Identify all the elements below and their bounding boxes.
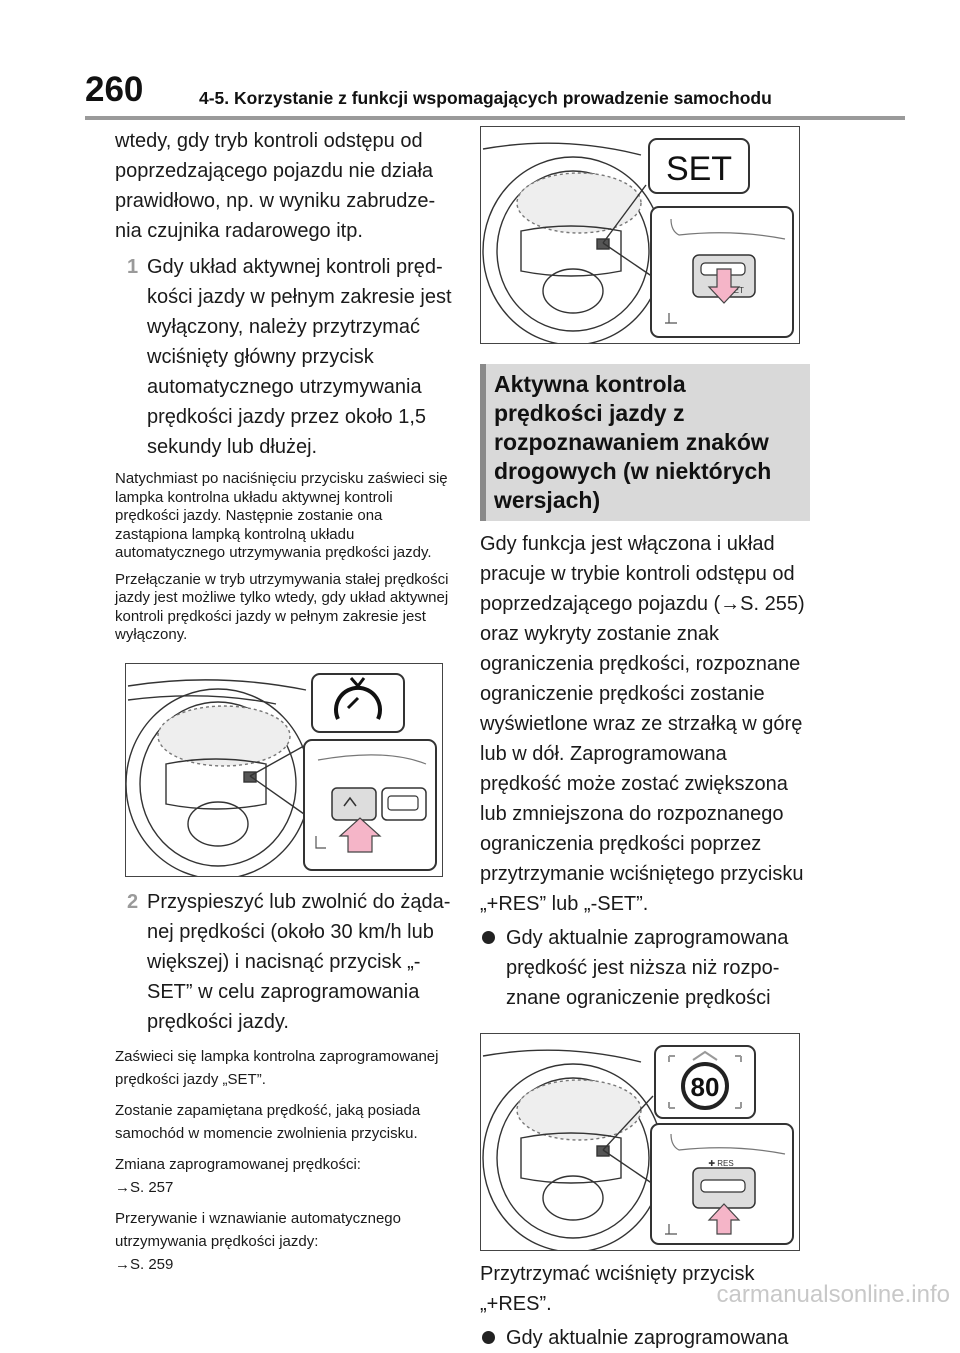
note-change-speed-text: Zmiana zaprogramowanej prędkości: <box>115 1155 361 1173</box>
right-column: SET — SET Aktywna kontrola prędkości jaz… <box>480 126 810 1353</box>
note-speed-memory: Zostanie zapamiętana prędkość, jaką posi… <box>115 1101 421 1142</box>
switch-closeup <box>303 738 437 871</box>
note-cancel-resume: Przerywanie i wznawianie automatycz­nego… <box>115 1207 455 1276</box>
res-switch-label: ✚ RES <box>708 1159 733 1168</box>
rsa-paragraph: Gdy funkcja jest włączona i układ pracuj… <box>480 533 805 915</box>
bullet-current-speed-text: Gdy aktualnie zaprogramowana <box>506 1327 789 1349</box>
header-rule <box>85 116 905 120</box>
note-cancel-resume-text: Przerywanie i wznawianie automatycz­nego… <box>115 1209 401 1250</box>
bullet-lower-speed-text: Gdy aktualnie zaprogramowana prędkość je… <box>506 927 789 1009</box>
bullet-lower-speed: Gdy aktualnie zaprogramowana prędkość je… <box>480 923 810 1013</box>
page-ref-259[interactable]: →S. 259 <box>115 1255 174 1273</box>
set-label-callout: SET <box>648 138 750 194</box>
step-2-text: Przyspieszyć lub zwolnić do żąda­nej prę… <box>147 890 451 1033</box>
note-switching: Przełączanie w tryb utrzymywania stałej … <box>115 570 449 644</box>
chapter-title: 4-5. Korzystanie z funkcji wspomagającyc… <box>199 88 772 108</box>
bullet-dot <box>482 1331 495 1344</box>
note-set-indicator: Zaświeci się lampka kontrolna zapro­gram… <box>115 1047 439 1088</box>
steering-wheel-illustration <box>126 672 437 876</box>
speed-sign-value: 80 <box>691 1072 720 1102</box>
intro-paragraph: wtedy, gdy tryb kontroli odstępu od popr… <box>115 130 436 242</box>
set-switch-closeup: — SET <box>650 206 794 338</box>
bullet-current-speed: Gdy aktualnie zaprogramowana <box>480 1323 810 1353</box>
step-2-number: 2 <box>127 890 139 913</box>
figure-cruise-main-button <box>125 662 443 877</box>
page-number: 260 <box>85 70 144 109</box>
note-indicator: Natychmiast po naciśnięciu przycisku zaś… <box>115 470 448 561</box>
watermark: carmanualsonline.info <box>716 1281 950 1308</box>
step-2: 2 Przyspieszyć lub zwolnić do żąda­nej p… <box>115 887 455 1037</box>
step-1-number: 1 <box>127 256 139 278</box>
section-heading-box: Aktywna kontrola prędkości jazdy z rozpo… <box>480 364 810 521</box>
steering-wheel-set-illustration: SET — SET <box>482 138 794 343</box>
left-column: wtedy, gdy tryb kontroli odstępu od popr… <box>115 126 455 1276</box>
bullet-dot <box>482 931 495 944</box>
page-header: 260 4-5. Korzystanie z funkcji wspomagaj… <box>85 68 905 116</box>
figure-set-button: SET — SET <box>480 126 800 344</box>
page-ref-257[interactable]: →S. 257 <box>115 1178 174 1196</box>
step-1-text: Gdy układ aktywnej kontroli pręd­kości j… <box>147 256 452 458</box>
speed-sign-callout: 80 <box>654 1045 756 1119</box>
note-change-speed: Zmiana zaprogramowanej prędkości: →S. 25… <box>115 1153 455 1199</box>
steering-wheel-res-illustration: 80 ✚ RES <box>482 1045 794 1250</box>
gauge-icon-callout <box>311 672 405 733</box>
step-1: 1 Gdy układ aktywnej kontroli pręd­kości… <box>115 252 455 462</box>
figure-res-button: 80 ✚ RES <box>480 1033 800 1251</box>
hold-res-paragraph: Przytrzymać wciśnięty przycisk „+RES”. <box>480 1263 755 1315</box>
res-switch-closeup: ✚ RES <box>650 1123 794 1245</box>
set-callout-text: SET <box>666 150 732 188</box>
section-title: Aktywna kontrola prędkości jazdy z rozpo… <box>494 371 772 513</box>
